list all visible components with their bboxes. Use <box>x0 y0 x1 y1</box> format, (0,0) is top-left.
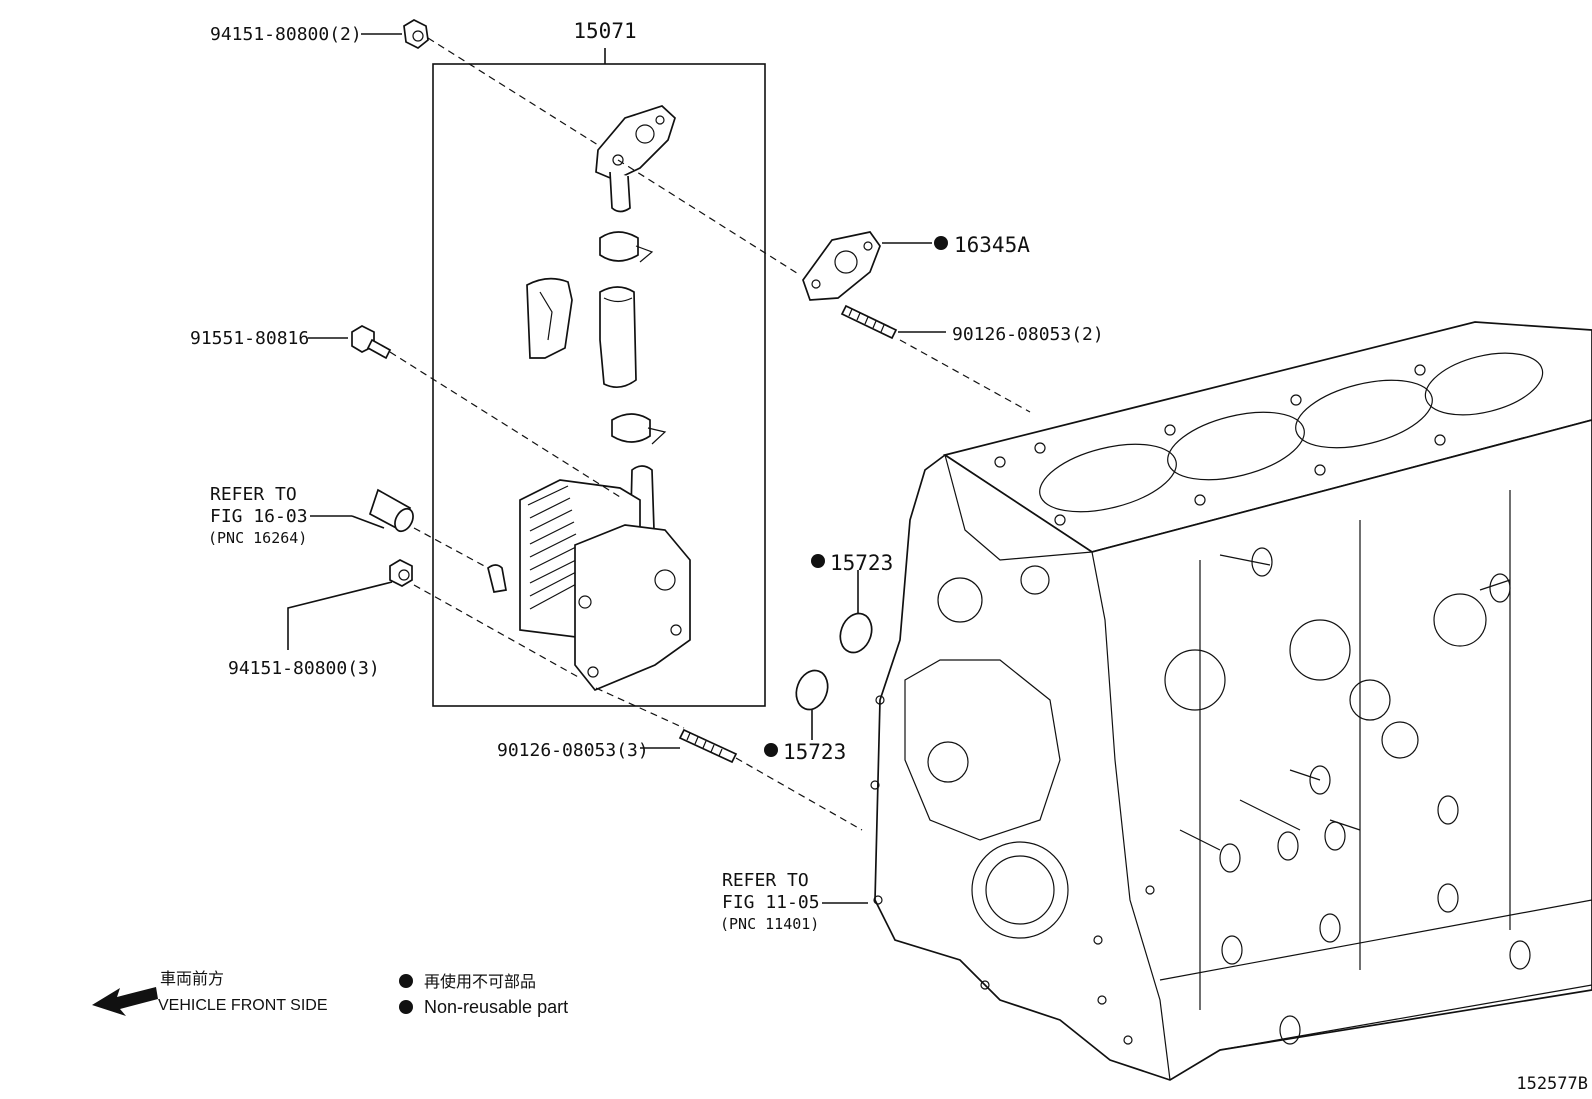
oil-cooler-body <box>487 465 691 692</box>
non-reusable-dot-icon <box>811 554 825 568</box>
callout-91551: 91551-80816 <box>190 328 309 349</box>
legend-front-jp: 車両前方 <box>160 970 224 988</box>
non-reusable-dot-icon <box>934 236 948 250</box>
stud-bolt-lower <box>678 728 738 764</box>
assembly-box-15071 <box>432 63 766 707</box>
hose-protector <box>526 277 573 359</box>
o-ring-upper <box>839 612 873 654</box>
refer-16-line3: (PNC 16264) <box>208 529 307 547</box>
callout-94151-top: 94151-80800(2) <box>210 24 362 45</box>
legend-nonreusable-en: Non-reusable part <box>424 997 568 1017</box>
gasket-16345A <box>802 231 881 301</box>
flange-nut-bottom <box>389 559 413 587</box>
alignment-lines <box>389 37 1031 831</box>
callout-15071: 15071 <box>573 19 636 43</box>
flange-nut-top <box>403 19 429 50</box>
vehicle-front-arrow-icon <box>92 987 158 1016</box>
refer-11-line1: REFER TO <box>722 870 809 891</box>
o-ring-lower <box>795 669 829 711</box>
callout-94151-bottom: 94151-80800(3) <box>228 658 380 679</box>
stud-bolt-upper <box>840 304 898 340</box>
callout-16345A: 16345A <box>954 233 1030 257</box>
legend-front-en: VEHICLE FRONT SIDE <box>158 997 328 1014</box>
callout-15723-upper: 15723 <box>830 551 893 575</box>
non-reusable-dot-icon <box>399 1000 413 1014</box>
cylinder-block <box>870 321 1592 1081</box>
refer-11-line2: FIG 11-05 <box>722 892 820 913</box>
figure-id: 152577B <box>1516 1074 1588 1094</box>
pipe-16264 <box>368 488 414 533</box>
refer-16-line1: REFER TO <box>210 484 297 505</box>
non-reusable-dot-icon <box>764 743 778 757</box>
bolt-91551 <box>351 325 392 360</box>
legend-nonreusable-jp: 再使用不可部品 <box>424 973 536 991</box>
cooler-hose <box>599 286 637 389</box>
refer-16-line2: FIG 16-03 <box>210 506 308 527</box>
refer-11-line3: (PNC 11401) <box>720 915 819 933</box>
callout-90126-upper: 90126-08053(2) <box>952 324 1104 345</box>
callout-90126-lower: 90126-08053(3) <box>497 740 649 761</box>
callout-15723-lower: 15723 <box>783 740 846 764</box>
hose-clamp-lower <box>611 413 667 445</box>
hose-clamp-upper <box>599 231 654 263</box>
cooler-outlet-flange <box>595 105 676 213</box>
non-reusable-dot-icon <box>399 974 413 988</box>
